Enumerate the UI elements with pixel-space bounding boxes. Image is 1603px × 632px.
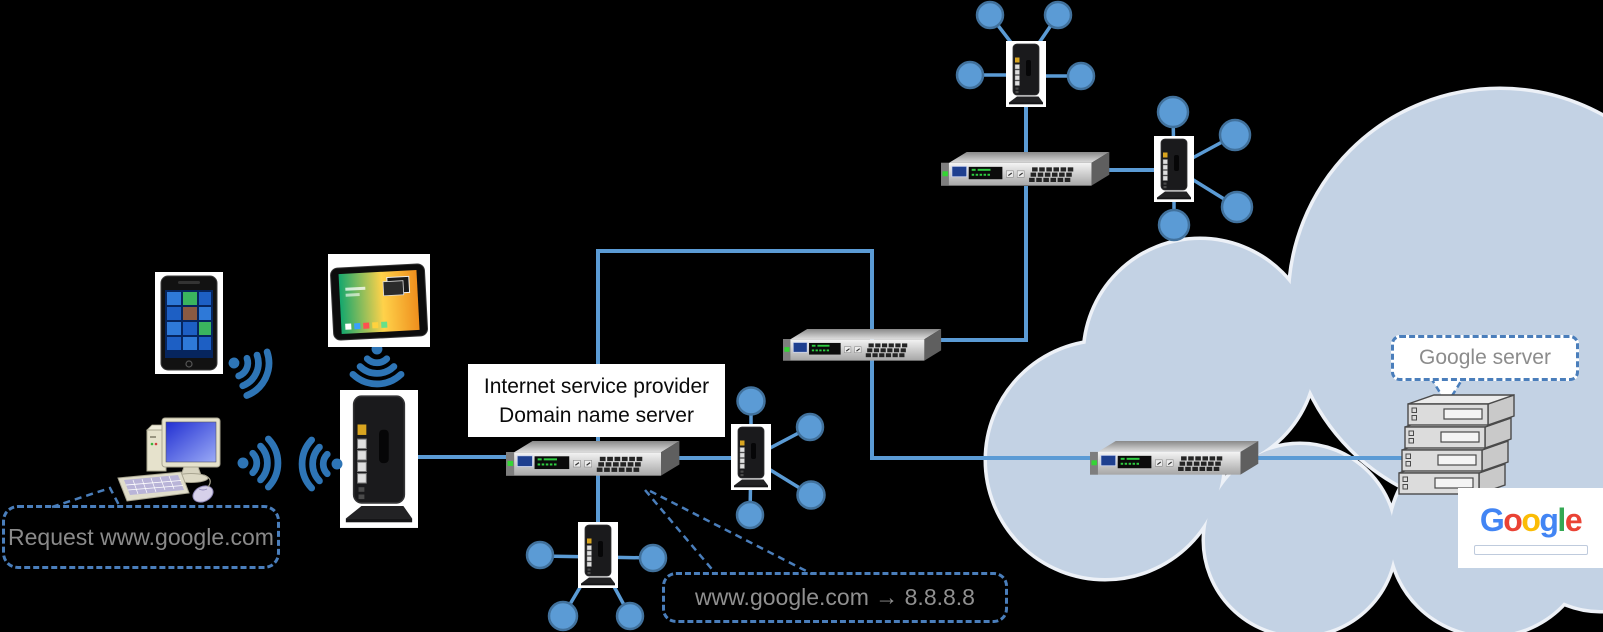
dns-mapping-text: www.google.com → 8.8.8.8 [695, 584, 975, 610]
wifi-signal-icon [219, 339, 276, 400]
modem-router-icon [577, 521, 619, 589]
network-node-circle [955, 60, 985, 90]
network-node-circle [1157, 208, 1191, 242]
google-homepage: Google [1458, 488, 1603, 568]
modem-router-icon [730, 423, 772, 491]
network-node-circle [1220, 190, 1254, 224]
google-logo-letter: l [1557, 502, 1566, 538]
modem-router-icon [1005, 40, 1047, 108]
wifi-signal-icon [302, 440, 342, 488]
wifi-signal-icon [238, 439, 278, 487]
network-node-circle [796, 480, 826, 510]
network-nodes [525, 0, 1254, 632]
wireless-router-icon [338, 388, 420, 529]
connection-lines [400, 107, 1435, 530]
google-logo: Google [1479, 502, 1583, 538]
google-logo-letter: o [1521, 502, 1541, 538]
network-node-circle [547, 600, 579, 632]
network-switch-icon [1090, 441, 1258, 475]
google-logo-letter: g [1539, 502, 1559, 538]
google-server-text: Google server [1419, 346, 1551, 369]
network-switch-icon [783, 329, 941, 361]
network-node-circle [1043, 0, 1073, 30]
network-switch-icon [941, 152, 1109, 186]
network-node-circle [1156, 95, 1190, 129]
network-node-circle [615, 601, 645, 631]
network-node-circle [735, 500, 765, 530]
network-node-circle [1066, 61, 1096, 91]
google-logo-letter: G [1479, 502, 1505, 538]
network-node-circle [975, 0, 1005, 30]
network-node-circle [795, 412, 825, 442]
dns-mapping-callout: www.google.com → 8.8.8.8 [662, 572, 1008, 623]
tablet-icon [328, 254, 430, 347]
isp-dns-label: Internet service provider Domain name se… [468, 364, 725, 437]
isp-label-line1: Internet service provider [483, 374, 710, 398]
callout-pointers [51, 376, 1466, 576]
google-logo-letter: e [1564, 502, 1583, 538]
network-node-circle [736, 386, 766, 416]
google-server-stack [1398, 394, 1515, 495]
wifi-signal-icon [353, 344, 401, 384]
modem-router-icon [1153, 135, 1195, 203]
network-switch-icon [506, 441, 679, 476]
internet-cloud [983, 86, 1603, 632]
network-node-circle [638, 543, 668, 573]
google-server-callout: Google server [1391, 335, 1579, 381]
network-node-circle [1218, 118, 1252, 152]
google-search-bar [1473, 545, 1588, 555]
request-callout: Request www.google.com [2, 505, 280, 569]
smartphone-icon [155, 272, 223, 374]
desktop-computer-icon [117, 417, 221, 503]
google-logo-letter: o [1503, 502, 1523, 538]
network-node-circle [525, 540, 555, 570]
request-callout-text: Request www.google.com [8, 523, 274, 550]
isp-label-line2: Domain name server [499, 403, 694, 427]
